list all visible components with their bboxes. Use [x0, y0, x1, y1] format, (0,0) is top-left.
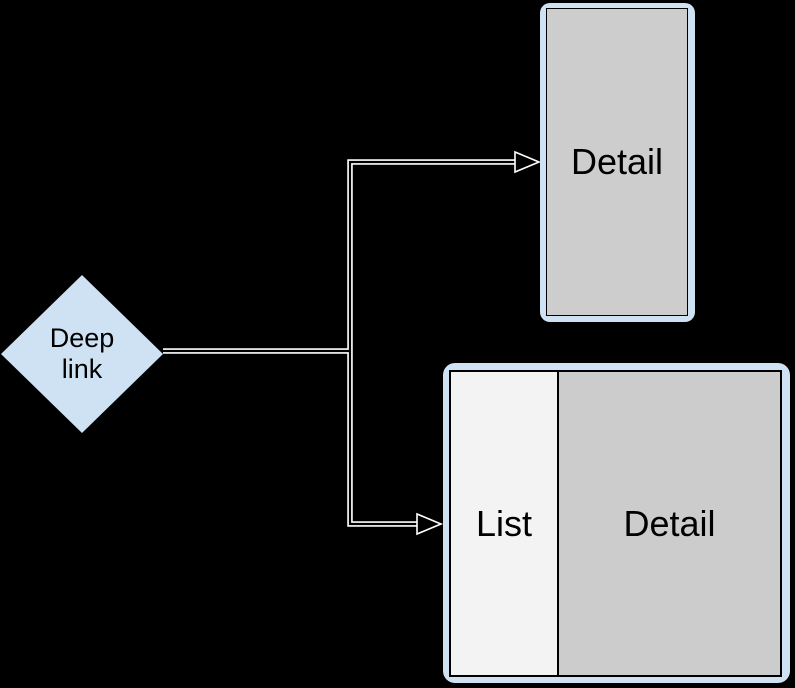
phone-detail-label: Detail [570, 141, 664, 182]
tablet-screen: List Detail [449, 370, 782, 677]
deep-link-label-line1: Deep [49, 323, 115, 353]
connector-wires-core [163, 160, 518, 526]
arrowhead-to-tablet-list-detail-icon [416, 512, 444, 536]
tablet-detail-label: Detail [623, 502, 716, 544]
tablet-list-label: List [475, 502, 533, 544]
arrowhead-to-phone-detail-icon [514, 150, 542, 174]
phone-frame: Detail [540, 3, 695, 322]
deep-link-label-line2: link [61, 354, 103, 384]
phone-detail-screen: Detail [546, 8, 688, 316]
tablet-frame: List Detail [443, 363, 790, 683]
tablet-detail-pane: Detail [559, 372, 780, 675]
tablet-list-pane: List [451, 372, 559, 675]
